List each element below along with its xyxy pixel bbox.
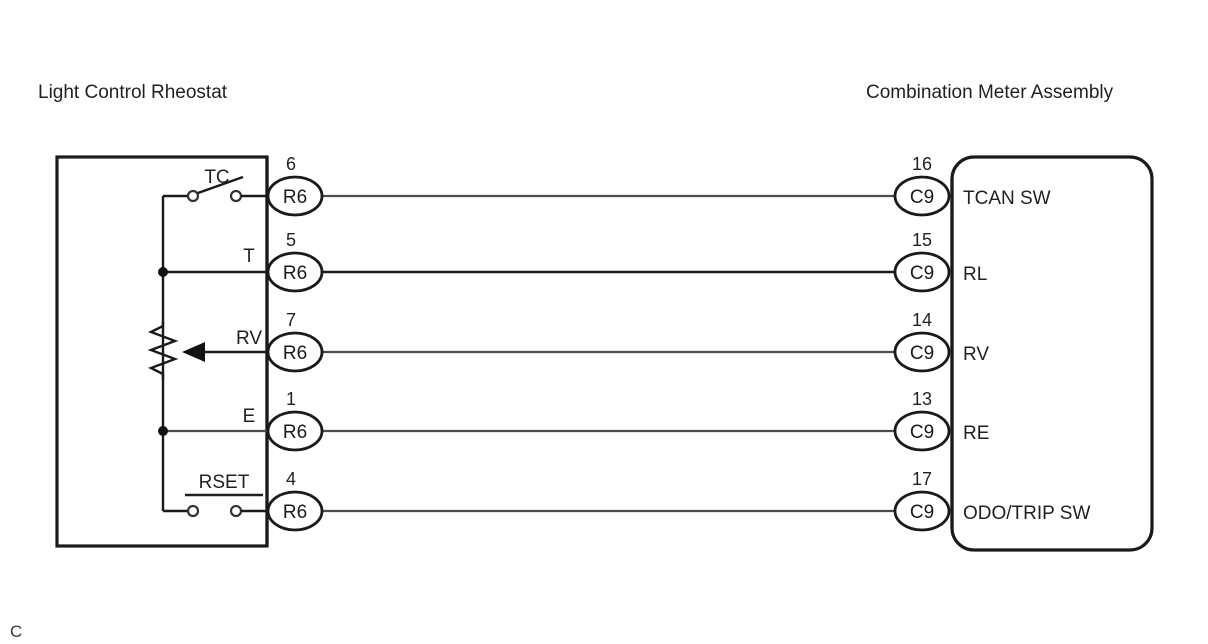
left-terminal-4	[266, 410, 324, 452]
right-terminal-code-4: C9	[910, 422, 934, 443]
left-pin-number-2: 5	[286, 230, 296, 250]
left-terminal-2	[266, 251, 324, 293]
tc-switch	[163, 175, 272, 203]
circuit-row-2: R6 5 C9 15 RL	[266, 230, 987, 293]
right-terminal-5	[893, 490, 951, 532]
circuit-row-3: R6 7 C9 14 RV	[266, 310, 989, 373]
internal-label-e: E	[243, 406, 256, 427]
left-terminal-1	[266, 175, 324, 217]
right-terminal-1	[893, 175, 951, 217]
right-signal-label-2: RL	[963, 264, 987, 285]
left-terminal-code-5: R6	[283, 502, 307, 523]
left-terminal-code-2: R6	[283, 263, 307, 284]
internal-label-tc: TC	[204, 167, 229, 188]
left-unit-header: Light Control Rheostat	[38, 82, 228, 103]
e-branch	[158, 426, 272, 436]
corner-mark: C	[10, 622, 22, 641]
right-signal-label-4: RE	[963, 423, 989, 444]
left-pin-number-1: 6	[286, 154, 296, 174]
left-terminal-code-1: R6	[283, 187, 307, 208]
right-terminal-3	[893, 331, 951, 373]
right-pin-number-5: 17	[912, 469, 932, 489]
right-pin-number-2: 15	[912, 230, 932, 250]
circuit-row-5: R6 4 C9 17 ODO/TRIP SW	[266, 469, 1090, 532]
rset-switch	[163, 493, 272, 518]
right-unit-header: Combination Meter Assembly	[866, 82, 1114, 103]
right-terminal-code-3: C9	[910, 343, 934, 364]
right-signal-label-5: ODO/TRIP SW	[963, 503, 1090, 524]
left-terminal-code-4: R6	[283, 422, 307, 443]
internal-label-rset: RSET	[199, 472, 250, 493]
left-pin-number-5: 4	[286, 469, 296, 489]
left-terminal-3	[266, 331, 324, 373]
right-pin-number-3: 14	[912, 310, 932, 330]
right-terminal-code-1: C9	[910, 187, 934, 208]
right-signal-label-1: TCAN SW	[963, 188, 1051, 209]
right-pin-number-4: 13	[912, 389, 932, 409]
left-pin-number-4: 1	[286, 389, 296, 409]
internal-label-t: T	[243, 246, 255, 267]
t-branch	[158, 267, 272, 277]
right-terminal-2	[893, 251, 951, 293]
left-terminal-code-3: R6	[283, 343, 307, 364]
left-terminal-5	[266, 490, 324, 532]
circuit-row-4: R6 1 C9 13 RE	[266, 389, 989, 452]
right-terminal-4	[893, 410, 951, 452]
right-signal-label-3: RV	[963, 344, 989, 365]
right-pin-number-1: 16	[912, 154, 932, 174]
internal-label-rv: RV	[236, 328, 262, 349]
rheostat-symbol	[147, 321, 272, 380]
right-terminal-code-5: C9	[910, 502, 934, 523]
left-pin-number-3: 7	[286, 310, 296, 330]
circuit-row-1: R6 6 C9 16 TCAN SW	[266, 154, 1051, 217]
right-terminal-code-2: C9	[910, 263, 934, 284]
